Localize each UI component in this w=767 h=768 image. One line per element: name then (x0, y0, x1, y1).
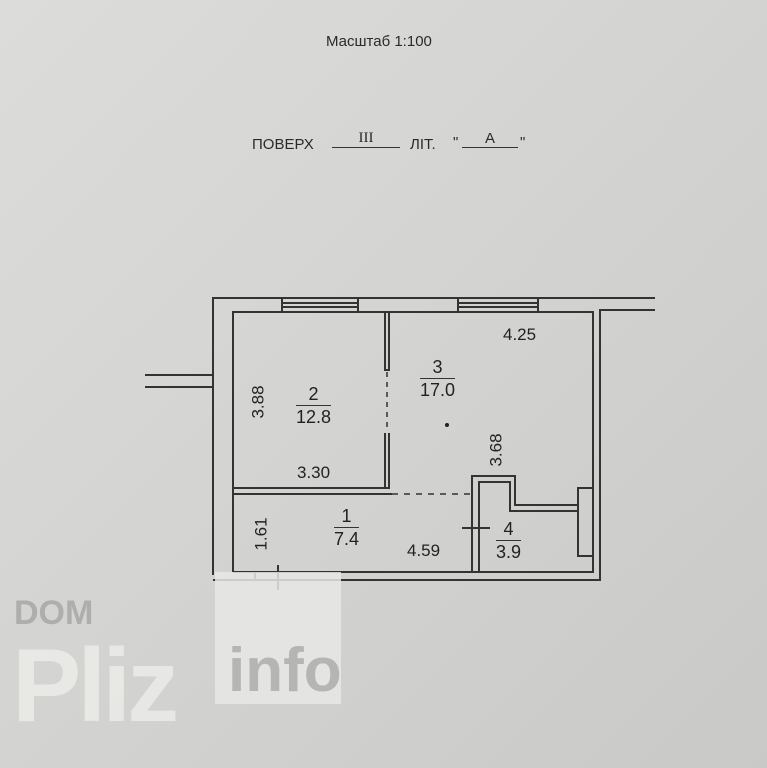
watermark-info: info (228, 636, 342, 705)
window (457, 297, 539, 313)
dim-room2-width: 3.30 (297, 463, 331, 482)
room-1: 1 7.4 (334, 505, 360, 550)
dim-room3-width: 4.25 (503, 325, 537, 344)
floor-value: III (332, 130, 400, 148)
inner-wall (232, 311, 594, 573)
room-number: 3 (420, 356, 456, 379)
room-area: 17.0 (420, 380, 456, 400)
dim-room2-height: 3.88 (248, 385, 268, 419)
room-3: 3 17.0 (420, 356, 456, 401)
window (281, 297, 359, 313)
dim-room1-width: 4.59 (407, 541, 441, 560)
room-number: 1 (334, 505, 360, 528)
cabinet (577, 487, 594, 557)
dim-room3-height: 3.68 (486, 433, 506, 467)
quote-open: " (453, 134, 459, 151)
room-number: 4 (496, 518, 522, 541)
outer-wall-right (213, 309, 655, 581)
room-area: 7.4 (334, 529, 360, 549)
scale-label: Масштаб 1:100 (326, 33, 432, 50)
watermark-box (215, 572, 341, 704)
letter-value: А (462, 130, 518, 148)
bathroom-wall (471, 475, 578, 572)
watermark-dom: DOM (14, 594, 94, 632)
bathroom-wall (478, 481, 578, 572)
room-number: 2 (296, 383, 332, 406)
room-4: 4 3.9 (496, 518, 522, 563)
watermark-pliz: Pliz (12, 628, 179, 744)
quote-close: " (520, 134, 526, 151)
partition-wall (384, 312, 390, 371)
partition-wall (384, 433, 390, 489)
room-2: 2 12.8 (296, 383, 332, 428)
outer-wall (212, 297, 655, 575)
room-area: 3.9 (496, 542, 522, 562)
room-area: 12.8 (296, 407, 332, 427)
floor-label: ПОВЕРХ (252, 136, 314, 153)
point-marker (445, 423, 449, 427)
letter-label: ЛІТ. (410, 136, 436, 153)
dim-room1-height: 1.61 (251, 517, 271, 551)
